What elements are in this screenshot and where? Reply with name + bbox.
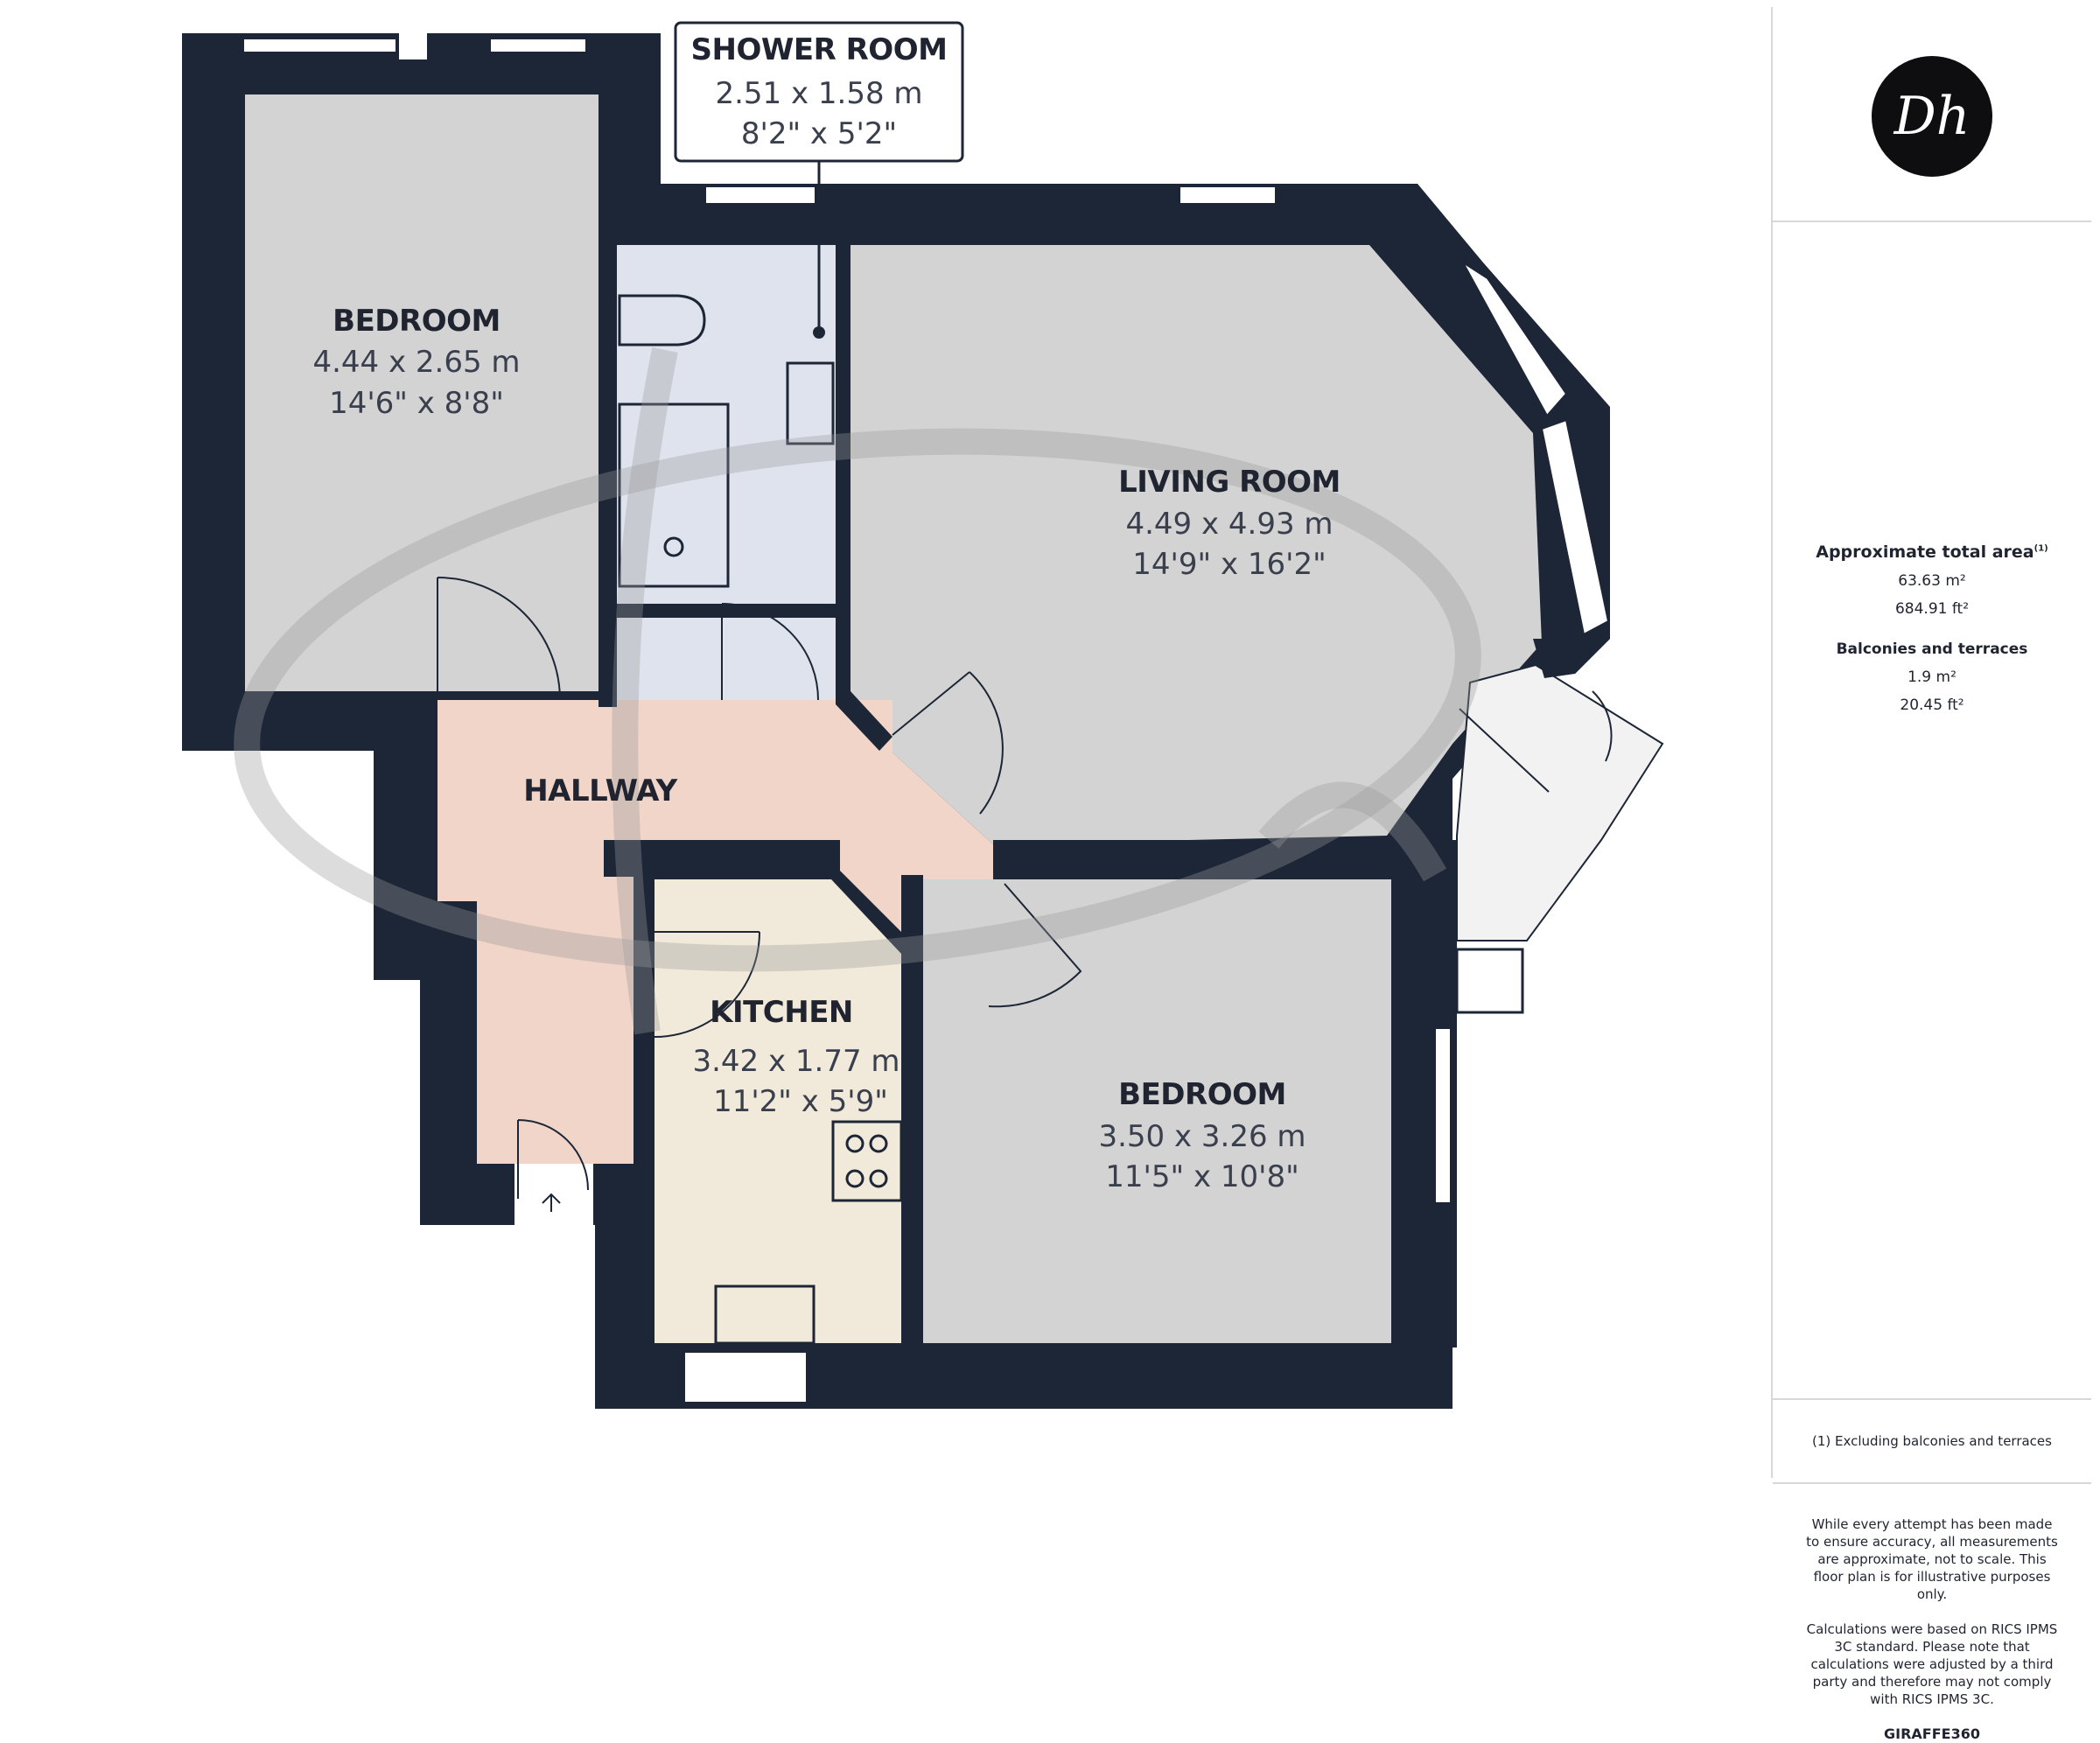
- hallway-name: HALLWAY: [523, 774, 677, 808]
- bedroom-2-dim-m: 3.50 x 3.26 m: [1098, 1119, 1306, 1154]
- hallway-floor: [438, 700, 1004, 1164]
- total-area-ft2: 684.91 ft²: [1894, 600, 1970, 618]
- kitchen-dim-m: 3.42 x 1.77 m: [692, 1044, 900, 1079]
- bedroom-2-name: BEDROOM: [1118, 1077, 1286, 1112]
- living-room-floor: [850, 245, 1542, 844]
- disclaimer: While every attempt has been made to ens…: [1773, 1484, 2091, 1743]
- floor-plan: SHOWER ROOM 2.51 x 1.58 m 8'2" x 5'2" BE…: [182, 21, 1664, 1409]
- balconies-label: Balconies and terraces: [1836, 640, 2028, 658]
- kitchen-dim-ft: 11'2" x 5'9": [713, 1084, 888, 1119]
- footnote: (1) Excluding balconies and terraces: [1773, 1400, 2091, 1484]
- sink: [714, 1284, 816, 1345]
- stairs: [1455, 948, 1524, 1014]
- hob: [831, 1120, 903, 1202]
- disclaimer-text-1: While every attempt has been made to ens…: [1806, 1516, 2058, 1602]
- kitchen-name: KITCHEN: [710, 995, 853, 1030]
- brand-text: GIRAFFE360: [1884, 1726, 1980, 1742]
- area-panel: Approximate total area(1) 63.63 m² 684.9…: [1773, 542, 2091, 1400]
- doors: [437, 577, 1613, 1212]
- living-room-dim-m: 4.49 x 4.93 m: [1125, 507, 1333, 542]
- basin: [786, 361, 835, 445]
- kitchen-floor: [654, 879, 901, 1343]
- disclaimer-text-2: Calculations were based on RICS IPMS 3C …: [1806, 1621, 2058, 1707]
- bedroom-1-dim-m: 4.44 x 2.65 m: [312, 345, 520, 380]
- balconies-ft2: 20.45 ft²: [1900, 696, 1964, 714]
- living-room-name: LIVING ROOM: [1118, 465, 1340, 500]
- windows: [242, 38, 1610, 1404]
- bedroom-1-floor: [245, 94, 598, 691]
- balcony-floor: [1456, 663, 1664, 942]
- watermark-logo-icon: [234, 347, 1481, 1035]
- bedroom-1-dim-ft: 14'6" x 8'8": [329, 386, 504, 421]
- balconies-m2: 1.9 m²: [1908, 668, 1956, 686]
- shower-room-dim-m: 2.51 x 1.58 m: [715, 76, 922, 111]
- living-room-dim-ft: 14'9" x 16'2": [1132, 547, 1326, 582]
- toilet: [618, 294, 706, 346]
- fixtures: [618, 294, 1524, 1345]
- area-footnote-mark: (1): [2034, 543, 2048, 554]
- bedroom-1-name: BEDROOM: [332, 304, 500, 339]
- shower-room-name: SHOWER ROOM: [691, 32, 948, 67]
- brand-logo-icon: Dh: [1872, 56, 1992, 177]
- room-labels: SHOWER ROOM 2.51 x 1.58 m 8'2" x 5'2" BE…: [312, 32, 1340, 1194]
- info-sidebar: Dh Approximate total area(1) 63.63 m² 68…: [1771, 7, 2091, 1742]
- total-area-label: Approximate total area(1): [1816, 542, 2048, 562]
- interior-walls: [514, 94, 1610, 1348]
- total-area-m2: 63.63 m²: [1898, 572, 1966, 590]
- bedroom-2-dim-ft: 11'5" x 10'8": [1105, 1159, 1299, 1194]
- shower-room-dim-ft: 8'2" x 5'2": [741, 116, 897, 151]
- bedroom-2-floor: [923, 879, 1391, 1343]
- logo-panel: Dh: [1773, 7, 2091, 222]
